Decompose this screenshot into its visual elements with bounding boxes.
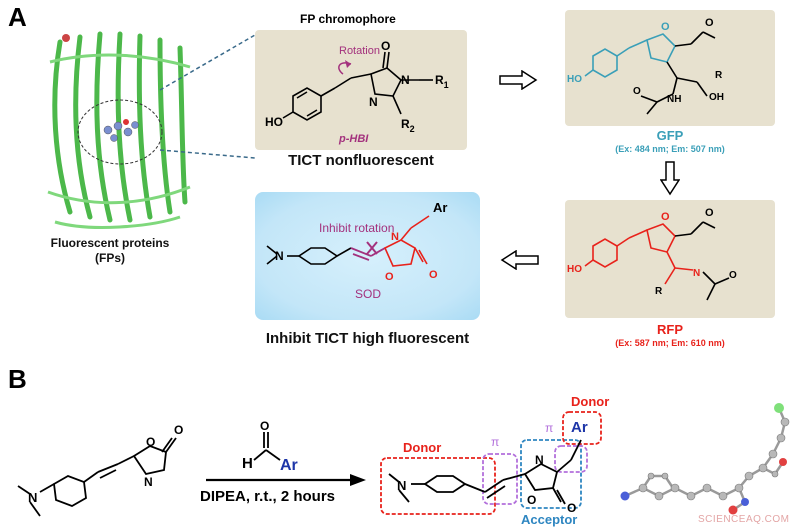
rfp-label: RFP bbox=[657, 322, 683, 337]
rotation-label: Rotation bbox=[339, 45, 380, 57]
hbi-ho-text: HO bbox=[265, 115, 283, 129]
pi-left-label: π bbox=[491, 435, 499, 449]
sod-n2-text: N bbox=[391, 231, 399, 243]
hbi-label: p-HBI bbox=[338, 133, 369, 145]
product-n2-text: N bbox=[535, 453, 544, 467]
hbi-structure: HO O N N R1 R2 Rotation p-HBI bbox=[265, 39, 449, 145]
gfp-r-text: R bbox=[715, 70, 723, 81]
sod-box: N N O O Ar Inhibit rotation SOD bbox=[255, 192, 480, 320]
donor-right-label: Donor bbox=[571, 394, 609, 409]
fluorescent-protein-illustration bbox=[47, 31, 191, 229]
inhibit-rotation-label: Inhibit rotation bbox=[319, 221, 394, 235]
watermark: SCIENCEAQ.COM bbox=[698, 514, 790, 525]
rfp-o-text: O bbox=[661, 211, 670, 223]
rfp-ex-em: (Ex: 587 nm; Em: 610 nm) bbox=[615, 338, 725, 348]
aldehyde-h-text: H bbox=[242, 455, 253, 472]
arrow-left-icon bbox=[500, 250, 539, 270]
product-structure: N N O O Ar Donor Donor π π Acceptor bbox=[380, 394, 609, 527]
pi-right-box bbox=[554, 445, 588, 473]
rfp-o3-text: O bbox=[729, 270, 737, 281]
panel-b-letter: B bbox=[8, 364, 27, 394]
gfp-o2-text: O bbox=[705, 17, 714, 29]
hbi-n1-text: N bbox=[401, 73, 410, 87]
rfp-box: HO O O N R O bbox=[565, 200, 775, 318]
sod-structure: N N O O Ar Inhibit rotation SOD bbox=[266, 200, 447, 301]
acceptor-label: Acceptor bbox=[521, 512, 577, 527]
reaction-arrow-group: O H Ar bbox=[206, 419, 366, 486]
sm-o-text: O bbox=[146, 435, 155, 449]
inhibit-tict-label: Inhibit TICT high fluorescent bbox=[265, 330, 470, 347]
product-o2-text: O bbox=[567, 501, 576, 515]
gfp-o3-text: O bbox=[633, 86, 641, 97]
sod-o2-text: O bbox=[429, 269, 438, 281]
protein-label-line2: (FPs) bbox=[95, 251, 125, 265]
donor-left-label: Donor bbox=[403, 440, 441, 455]
aldehyde-ar-text: Ar bbox=[280, 457, 298, 474]
aldehyde-o-text: O bbox=[260, 419, 269, 433]
reaction-arrow-head bbox=[350, 474, 366, 486]
sm-o2-text: O bbox=[174, 423, 183, 437]
protein-label-line1: Fluorescent proteins bbox=[50, 236, 170, 250]
gfp-nh-text: NH bbox=[667, 94, 681, 105]
reaction-conditions: DIPEA, r.t., 2 hours bbox=[200, 488, 336, 505]
sod-label: SOD bbox=[355, 287, 381, 301]
product-o-text: O bbox=[527, 493, 536, 507]
hbi-r1-text: R1 bbox=[435, 73, 449, 90]
gfp-ex-em: (Ex: 484 nm; Em: 507 nm) bbox=[615, 144, 725, 154]
gfp-o-text: O bbox=[661, 21, 670, 33]
hbi-n2-text: N bbox=[369, 95, 378, 109]
product-ar-text: Ar bbox=[571, 419, 588, 436]
acceptor-box bbox=[520, 439, 582, 509]
rfp-structure: HO O O N R O bbox=[567, 207, 737, 301]
tict-nonfluorescent-label: TICT nonfluorescent bbox=[288, 152, 434, 169]
gfp-structure: HO O O NH OH R O bbox=[567, 17, 724, 115]
pi-left-box bbox=[482, 453, 518, 505]
pi-right-label: π bbox=[545, 421, 553, 435]
hbi-o-text: O bbox=[381, 39, 390, 53]
zoom-connector-lines bbox=[159, 34, 256, 159]
hbi-r2-text: R2 bbox=[401, 117, 415, 134]
rfp-ho-text: HO bbox=[567, 264, 582, 275]
gfp-ho-text: HO bbox=[567, 74, 582, 85]
arrow-down-icon bbox=[660, 161, 680, 196]
product-n-text: N bbox=[397, 478, 406, 493]
panel-a-letter: A bbox=[8, 2, 27, 32]
sod-ar-text: Ar bbox=[433, 200, 447, 215]
donor-right-box bbox=[562, 411, 602, 445]
rfp-r-text: R bbox=[655, 286, 663, 297]
sod-o-text: O bbox=[385, 271, 394, 283]
chromophore-title: FP chromophore bbox=[300, 12, 396, 26]
gfp-label: GFP bbox=[656, 128, 684, 143]
sm-n-text: N bbox=[28, 490, 37, 505]
gfp-box: HO O O NH OH R O bbox=[565, 10, 775, 126]
rfp-n-text: N bbox=[693, 268, 700, 279]
sod-n-text: N bbox=[275, 249, 284, 263]
chromophore-box: HO O N N R1 R2 Rotation p-HBI bbox=[255, 30, 467, 150]
gfp-oh-text: OH bbox=[709, 92, 724, 103]
crystal-structure-model bbox=[620, 403, 790, 515]
arrow-right-icon bbox=[499, 70, 538, 90]
protein-label: Fluorescent proteins (FPs) bbox=[20, 236, 200, 266]
starting-material-structure: N O O N bbox=[17, 423, 183, 517]
sm-n2-text: N bbox=[144, 475, 153, 489]
rfp-o2-text: O bbox=[705, 207, 714, 219]
